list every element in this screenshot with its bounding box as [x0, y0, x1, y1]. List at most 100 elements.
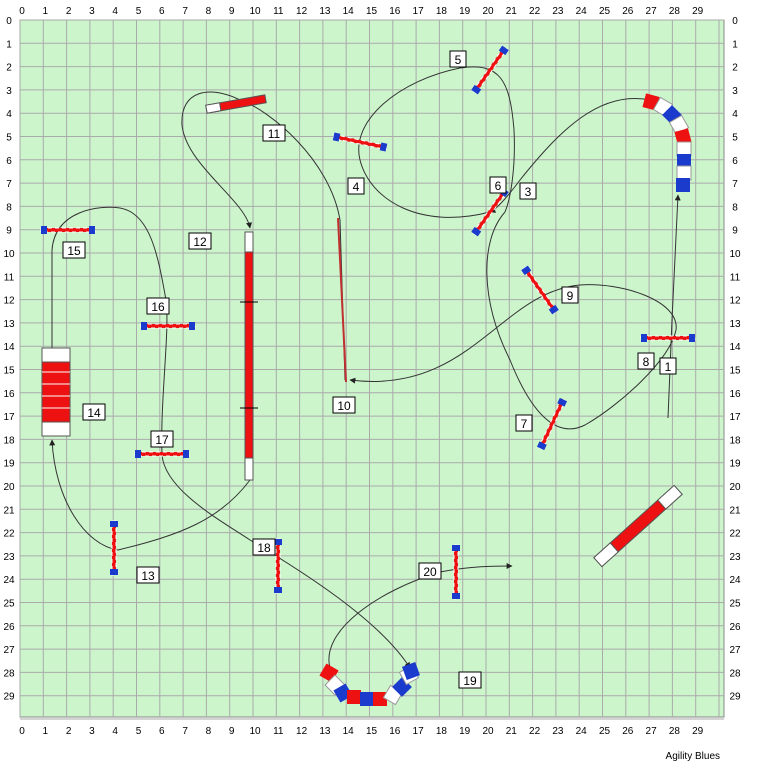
svg-text:11: 11	[268, 127, 281, 141]
svg-text:9: 9	[567, 289, 574, 303]
axis-label: 29	[729, 692, 741, 703]
jump-obstacle	[471, 45, 509, 95]
axis-label: 10	[729, 249, 741, 260]
obstacle-number-box: 17	[150, 430, 174, 448]
axis-label: 3	[89, 726, 95, 737]
axis-label: 15	[366, 6, 378, 17]
axis-label: 5	[6, 133, 12, 144]
table-obstacle-11	[205, 94, 267, 114]
svg-text:12: 12	[193, 235, 207, 249]
svg-text:1: 1	[665, 360, 672, 374]
jumps	[40, 45, 696, 600]
axis-label: 28	[3, 668, 15, 679]
axis-label: 6	[732, 156, 738, 167]
axis-label: 8	[6, 202, 12, 213]
axis-label: 25	[729, 599, 741, 610]
axis-label: 13	[3, 319, 15, 330]
axis-label: 1	[43, 726, 49, 737]
axis-label: 19	[3, 459, 15, 470]
obstacle-number-box: 15	[62, 241, 86, 259]
axis-label: 3	[89, 6, 95, 17]
obstacle-number-box: 1	[659, 357, 677, 375]
axis-label: 14	[343, 726, 355, 737]
axis-label: 9	[229, 6, 235, 17]
obstacle-number-box: 5	[449, 50, 467, 68]
axis-label: 19	[459, 726, 471, 737]
jump-obstacle	[536, 397, 568, 451]
axis-label: 7	[732, 179, 738, 190]
axis-label: 3	[6, 86, 12, 97]
obstacle-number-box: 13	[136, 566, 160, 584]
svg-text:15: 15	[67, 244, 81, 258]
svg-text:14: 14	[87, 406, 101, 420]
svg-text:13: 13	[141, 569, 155, 583]
axis-label: 4	[6, 109, 12, 120]
axis-label: 18	[436, 6, 448, 17]
obstacle-number-box: 18	[252, 538, 276, 556]
axis-label: 15	[366, 726, 378, 737]
axis-label: 20	[482, 726, 494, 737]
axis-label: 6	[159, 6, 165, 17]
obstacle-number-box: 19	[458, 671, 482, 689]
axis-label: 12	[296, 726, 308, 737]
axis-label: 29	[692, 726, 704, 737]
seesaw-obstacle	[593, 484, 683, 568]
axis-label: 4	[112, 6, 118, 17]
axis-label: 7	[182, 726, 188, 737]
axis-label: 5	[732, 133, 738, 144]
jump-obstacle	[40, 226, 96, 234]
axis-label: 11	[273, 726, 284, 737]
axis-label: 11	[730, 272, 741, 283]
obstacle-number-box: 8	[637, 352, 655, 370]
svg-text:20: 20	[423, 565, 437, 579]
obstacle-number-box: 6	[489, 176, 507, 194]
axis-label: 24	[576, 6, 588, 17]
jump-obstacle	[640, 334, 696, 342]
axis-label: 19	[729, 459, 741, 470]
jump-obstacle	[140, 322, 196, 330]
axis-label: 8	[206, 6, 212, 17]
obstacle-number-box: 10	[332, 396, 356, 414]
axis-label: 29	[692, 6, 704, 17]
axis-label: 0	[19, 6, 25, 17]
axis-label: 25	[599, 726, 611, 737]
axis-label: 17	[3, 412, 15, 423]
axis-label: 0	[732, 16, 738, 27]
axis-label: 10	[249, 726, 261, 737]
path-3-to-5	[358, 66, 515, 218]
jump-obstacle	[134, 450, 190, 458]
axis-label: 9	[732, 226, 738, 237]
axis-label: 25	[3, 599, 15, 610]
axis-label: 5	[136, 726, 142, 737]
axis-label: 26	[3, 622, 15, 633]
axis-label: 13	[319, 726, 331, 737]
axis-label: 12	[296, 6, 308, 17]
axis-label: 19	[459, 6, 471, 17]
axis-label: 22	[529, 6, 541, 17]
axis-label: 7	[6, 179, 12, 190]
axis-label: 5	[136, 6, 142, 17]
axis-label: 7	[182, 6, 188, 17]
path-1-to-2	[667, 194, 681, 419]
axis-label: 14	[343, 6, 355, 17]
axis-label: 24	[3, 575, 15, 586]
axis-label: 23	[552, 726, 564, 737]
axis-label: 9	[229, 726, 235, 737]
axis-label: 11	[273, 6, 284, 17]
right-axis-labels: 0123456789101112131415161718192021222324…	[729, 16, 741, 703]
axis-label: 16	[389, 6, 401, 17]
axis-label: 26	[622, 726, 634, 737]
path-10-to-11	[181, 91, 346, 381]
obstacle-number-box: 3	[519, 182, 537, 200]
axis-label: 11	[4, 272, 15, 283]
axis-label: 28	[729, 668, 741, 679]
axis-label: 24	[729, 575, 741, 586]
axis-label: 18	[729, 435, 741, 446]
axis-label: 27	[729, 645, 741, 656]
axis-label: 0	[19, 726, 25, 737]
course-field	[19, 19, 725, 718]
axis-label: 4	[112, 726, 118, 737]
